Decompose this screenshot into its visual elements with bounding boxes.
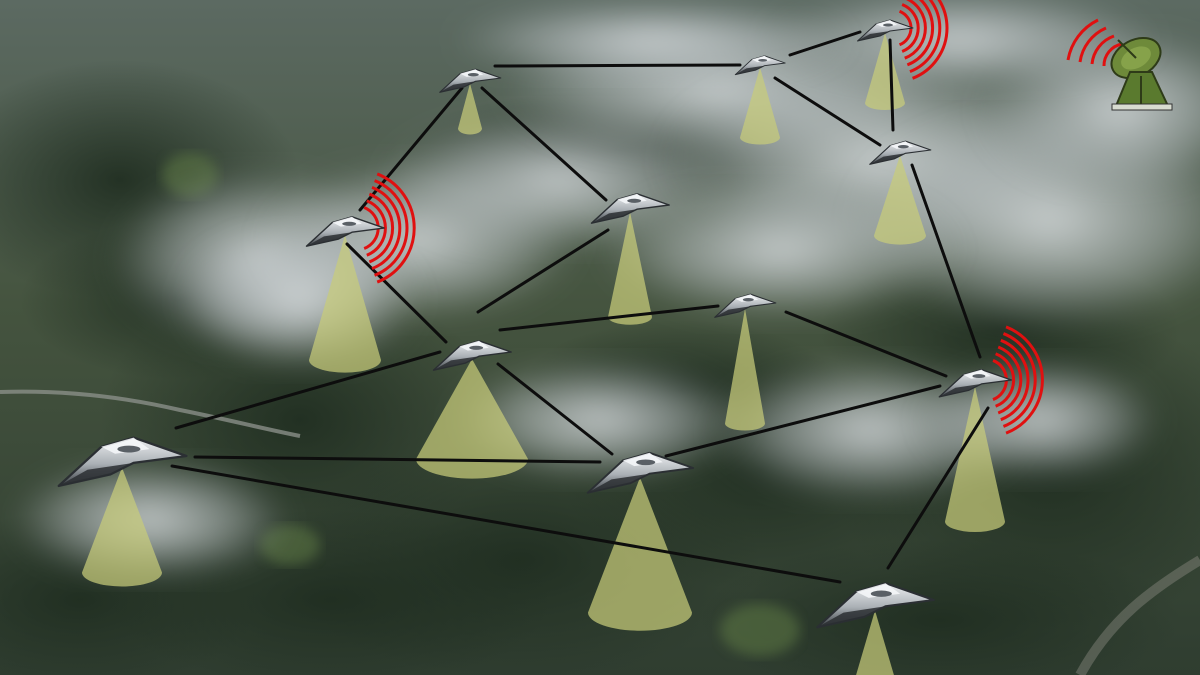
network-link bbox=[910, 163, 982, 359]
sensor-cone bbox=[416, 359, 528, 479]
sensor-cone bbox=[865, 33, 905, 110]
radio-signal-arcs bbox=[363, 172, 416, 284]
radio-signals bbox=[363, 0, 1044, 435]
network-link bbox=[888, 38, 895, 132]
smoke-plume bbox=[600, 180, 960, 320]
sensor-cone bbox=[856, 610, 894, 675]
network-link bbox=[174, 350, 442, 430]
stealth-drone-icon bbox=[432, 340, 512, 371]
dirt-road-right bbox=[1075, 555, 1200, 675]
sensor-cone bbox=[740, 67, 780, 145]
sensor-cone bbox=[874, 155, 926, 245]
satellite-dish-icon bbox=[1066, 18, 1173, 111]
stealth-drone-icon bbox=[869, 140, 932, 165]
sensor-cone bbox=[458, 83, 482, 135]
stealth-drone-icon bbox=[305, 216, 385, 247]
stealth-drone-icon bbox=[938, 368, 1013, 398]
network-link bbox=[170, 464, 842, 584]
radio-signal-arcs bbox=[898, 0, 949, 80]
smoke-plume bbox=[760, 0, 1160, 90]
network-link bbox=[476, 228, 610, 314]
smoke-plume bbox=[450, 360, 750, 480]
dish-signal-arcs bbox=[1066, 18, 1123, 67]
network-link bbox=[788, 30, 862, 57]
stealth-drone-icon bbox=[734, 55, 786, 76]
smoke-plume bbox=[10, 460, 290, 580]
sensor-cone bbox=[608, 212, 652, 325]
sensor-cone bbox=[309, 235, 381, 373]
network-link bbox=[773, 76, 882, 147]
network-links bbox=[170, 30, 990, 584]
tree-cluster bbox=[700, 540, 1180, 675]
stealth-drone-icon bbox=[439, 68, 502, 93]
tree-highlight bbox=[720, 604, 800, 656]
network-link bbox=[496, 362, 614, 456]
network-link bbox=[664, 384, 942, 458]
sensor-cone bbox=[82, 467, 162, 587]
stealth-drone-icon bbox=[57, 436, 188, 488]
stealth-drone-icon bbox=[857, 19, 914, 42]
sensor-cone bbox=[945, 386, 1005, 532]
stealth-drone-icon bbox=[586, 451, 695, 494]
network-link bbox=[886, 406, 990, 570]
stealth-drone-icon bbox=[590, 193, 670, 224]
network-link bbox=[480, 86, 608, 202]
sensor-cone bbox=[725, 308, 765, 431]
sensor-cone bbox=[588, 477, 692, 631]
network-link bbox=[498, 304, 720, 332]
network-link bbox=[193, 455, 602, 464]
dirt-road bbox=[0, 389, 301, 438]
sensor-cones bbox=[82, 33, 1005, 675]
network-link bbox=[493, 63, 742, 68]
network-link bbox=[784, 310, 948, 378]
drones bbox=[57, 19, 1013, 629]
stealth-drone-icon bbox=[714, 293, 777, 318]
smoke-plume bbox=[450, 0, 850, 80]
stealth-drone-icon bbox=[816, 582, 935, 629]
network-link bbox=[345, 242, 448, 344]
